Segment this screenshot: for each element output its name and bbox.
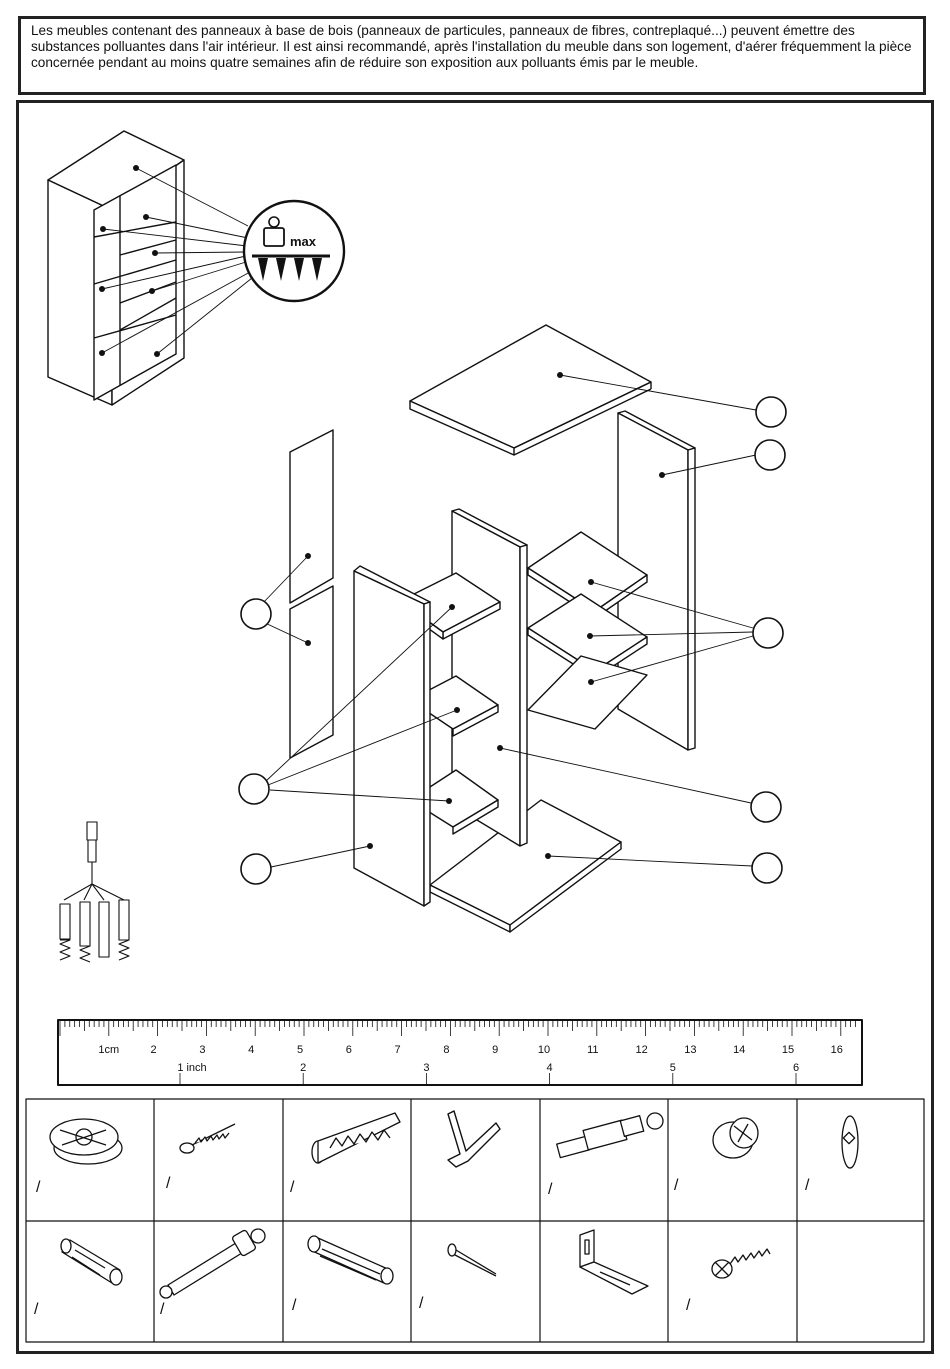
down-arrows-icon — [258, 258, 322, 281]
pollution-notice-text: Les meubles contenant des panneaux à bas… — [31, 23, 912, 70]
ruler-labels: 1cm 2 3 4 5 6 7 8 9 10 11 12 13 14 15 16 1 inch 2 3 4 5 6 — [98, 1044, 843, 1074]
callout-bottom — [751, 852, 783, 884]
max-load-badge — [242, 199, 346, 303]
ruler-cm-label: 6 — [346, 1044, 352, 1056]
qty-shelf-pin: / — [805, 1177, 810, 1194]
ruler-cm-label: 9 — [492, 1044, 498, 1056]
qty-nail: / — [419, 1295, 424, 1312]
weight-icon — [263, 227, 285, 247]
callout-divider — [750, 791, 782, 823]
connector-detail-drawing — [59, 821, 130, 963]
ruler-inch-label: 3 — [423, 1062, 429, 1074]
ruler-inch-label: 1 inch — [177, 1062, 206, 1074]
ruler-cm-label: 13 — [684, 1044, 696, 1056]
qty-caster-wheel: / — [36, 1179, 41, 1196]
connector-bolt-icon — [556, 1112, 664, 1159]
qty-countersunk-screw: / — [686, 1297, 691, 1314]
hardware-table — [25, 1098, 925, 1343]
ruler-cm-label: 2 — [151, 1044, 157, 1056]
ruler-cm-label: 15 — [782, 1044, 794, 1056]
ruler-cm-label: 16 — [831, 1044, 843, 1056]
assembled-cabinet-drawing — [47, 130, 185, 406]
cam-lock-icon — [712, 1117, 759, 1159]
ruler-cm-label: 10 — [538, 1044, 550, 1056]
allen-key-icon — [447, 1110, 501, 1168]
ruler-cm-label: 7 — [395, 1044, 401, 1056]
qty-small-dowel: / — [34, 1301, 39, 1318]
ruler-cm-label: 5 — [297, 1044, 303, 1056]
callout-right-panel — [754, 439, 786, 471]
left-side-panel — [353, 570, 425, 907]
ruler-inch-label: 6 — [793, 1062, 799, 1074]
qty-cam-lock: / — [674, 1177, 679, 1194]
ruler-inch-label: 5 — [670, 1062, 676, 1074]
shelf-pin-icon — [841, 1115, 859, 1169]
max-load-label: max — [290, 234, 317, 249]
angle-bracket-icon — [579, 1229, 649, 1295]
qty-wood-screw: / — [166, 1175, 171, 1192]
door-upper — [289, 429, 334, 604]
ruler-cm-label: 4 — [248, 1044, 254, 1056]
qty-wooden-dowel: / — [292, 1297, 297, 1314]
callout-left-shelves — [238, 773, 270, 805]
wood-screw-icon — [179, 1123, 236, 1154]
callout-left-panel — [240, 853, 272, 885]
ruler-cm-label: 8 — [443, 1044, 449, 1056]
callout-doors — [240, 598, 272, 630]
small-dowel-icon — [60, 1238, 123, 1286]
callout-top-panel — [755, 396, 787, 428]
countersunk-screw-icon — [711, 1248, 771, 1279]
ruler-cm-label: 12 — [635, 1044, 647, 1056]
nail-icon — [447, 1243, 497, 1277]
ruler-cm-label: 3 — [199, 1044, 205, 1056]
pollution-notice: Les meubles contenant des panneaux à bas… — [18, 16, 926, 95]
quantity-labels: / / / / / / / / / / / — [34, 1175, 810, 1318]
ruler-cm-label: 1cm — [98, 1044, 119, 1056]
callout-right-shelves — [752, 617, 784, 649]
ruler-inch-label: 4 — [547, 1062, 553, 1074]
qty-plug-and-screw: / — [290, 1179, 295, 1196]
caster-wheel-icon — [49, 1118, 123, 1165]
assembly-sheet — [16, 100, 934, 1354]
qty-connector-bolt: / — [548, 1181, 553, 1198]
wooden-dowel-icon — [307, 1235, 394, 1285]
ruler-cm-label: 14 — [733, 1044, 745, 1056]
top-panel — [409, 324, 652, 449]
ruler-inch-label: 2 — [300, 1062, 306, 1074]
plug-and-screw-icon — [311, 1112, 401, 1164]
measuring-ruler — [57, 1019, 863, 1086]
qty-connecting-rod: / — [160, 1301, 165, 1318]
exploded-view — [289, 324, 696, 933]
door-lower — [289, 585, 334, 759]
ruler-cm-label: 11 — [587, 1044, 598, 1056]
connecting-rod-icon — [159, 1228, 266, 1299]
